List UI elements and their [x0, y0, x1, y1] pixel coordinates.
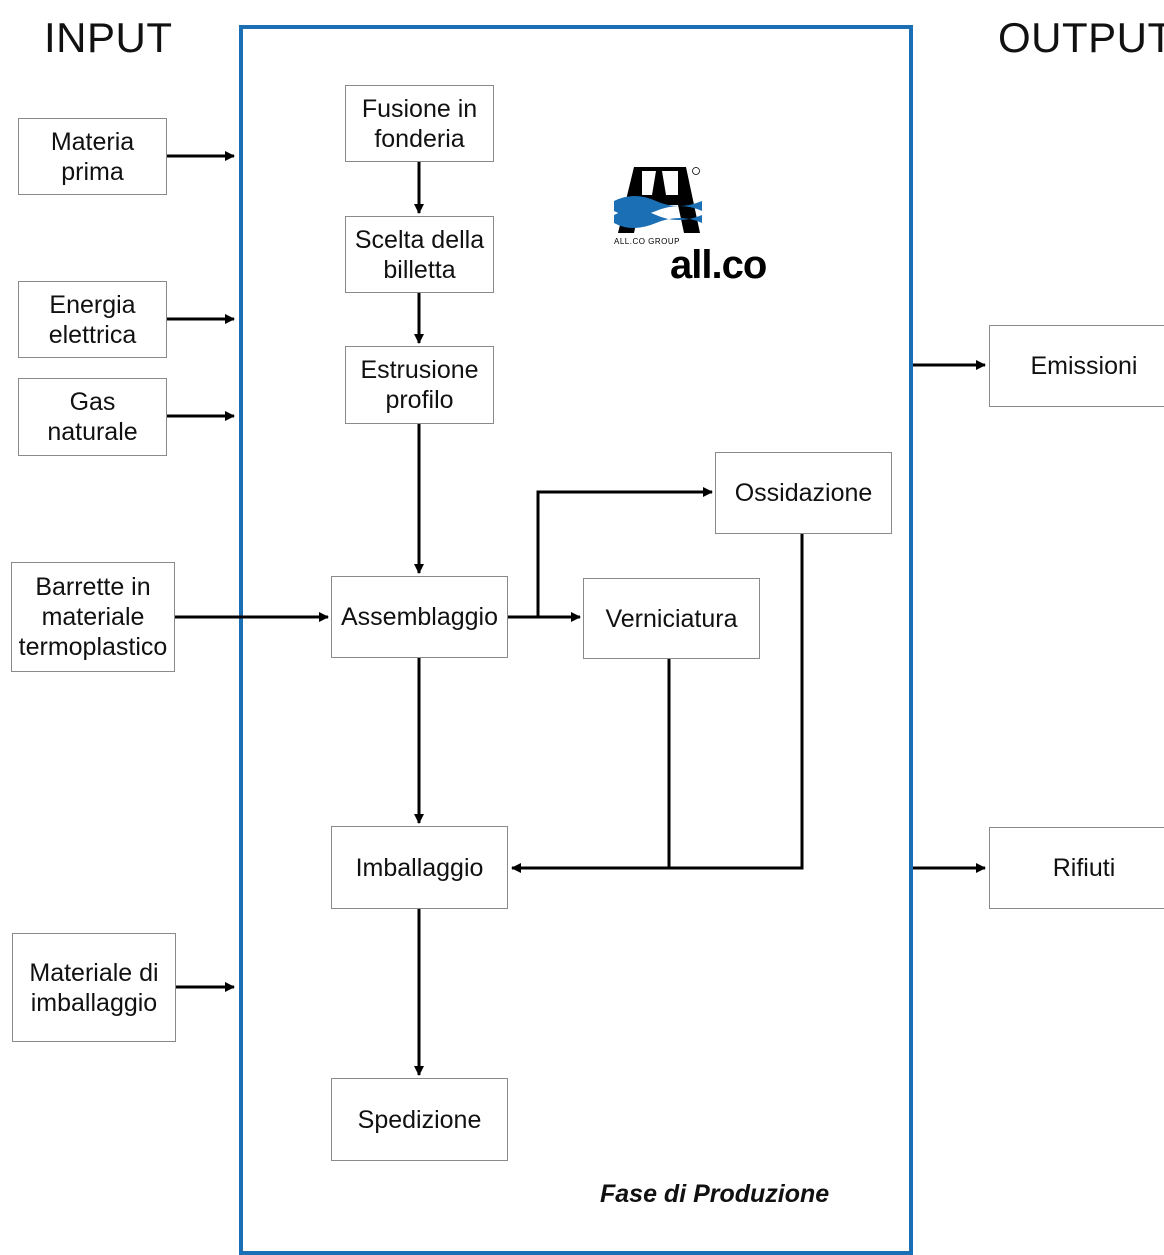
step-imballaggio: Imballaggio — [331, 826, 508, 909]
allco-logo: ALL.CO GROUP all.co — [612, 165, 822, 295]
output-column-title: OUTPUT — [998, 14, 1164, 61]
step-fusione: Fusione in fonderia — [345, 85, 494, 162]
logo-tagline: ALL.CO GROUP — [614, 237, 681, 246]
production-phase-label: Fase di Produzione — [600, 1180, 830, 1208]
output-rifiuti: Rifiuti — [989, 827, 1164, 909]
input-materiale-imballaggio: Materiale di imballaggio — [12, 933, 176, 1042]
arrow-ossidazione-imballaggio — [511, 534, 804, 873]
input-materia-prima: Materia prima — [18, 118, 167, 195]
allco-emblem-icon — [614, 167, 702, 233]
output-emissioni: Emissioni — [989, 325, 1164, 407]
arrow-assemblaggio-ossidazione — [536, 487, 713, 617]
step-spedizione: Spedizione — [331, 1078, 508, 1161]
input-column-title: INPUT — [44, 14, 173, 61]
input-gas-naturale: Gas naturale — [18, 378, 167, 456]
step-verniciatura: Verniciatura — [583, 578, 760, 659]
step-assemblaggio: Assemblaggio — [331, 576, 508, 658]
step-ossidazione: Ossidazione — [715, 452, 892, 534]
step-scelta-billetta: Scelta della billetta — [345, 216, 494, 293]
logo-wordmark: all.co — [670, 243, 767, 287]
input-energia-elettrica: Energia elettrica — [18, 281, 167, 358]
input-barrette: Barrette in materiale termoplastico — [11, 562, 175, 672]
step-estrusione: Estrusione profilo — [345, 346, 494, 424]
